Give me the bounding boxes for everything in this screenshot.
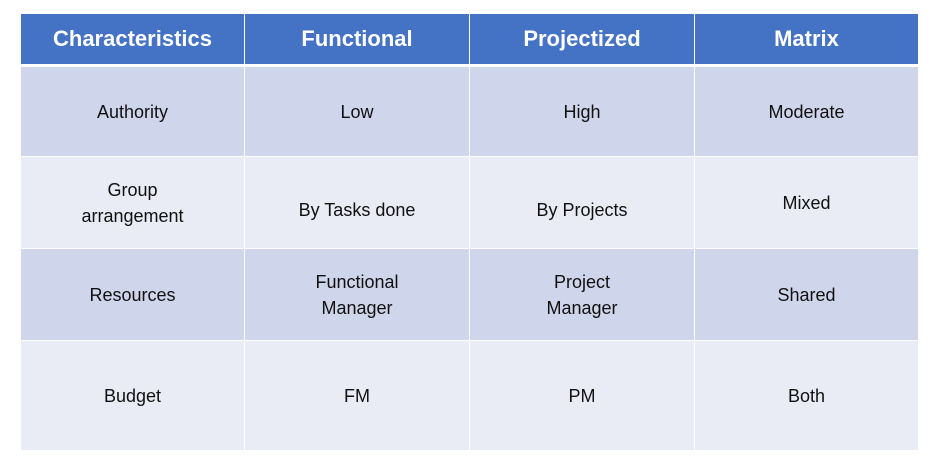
- table-cell: FM: [244, 340, 470, 451]
- cell-text: Both: [787, 385, 826, 406]
- cell-text: High: [563, 101, 601, 122]
- cell-text: Functional Manager: [315, 271, 399, 318]
- table-cell: Shared: [694, 248, 919, 341]
- cell-text: FM: [344, 385, 370, 406]
- cell-text: Shared: [777, 284, 836, 305]
- row-label-cell: Budget: [20, 340, 245, 451]
- header-matrix: Matrix: [694, 13, 919, 67]
- table-cell: Moderate: [694, 65, 919, 157]
- table-row: Resources Functional Manager Project Man…: [20, 248, 919, 341]
- table-cell: PM: [469, 340, 695, 451]
- header-row: Characteristics Functional Projectized M…: [20, 13, 919, 67]
- header-functional: Functional: [244, 13, 470, 67]
- row-label-cell: Authority: [20, 65, 245, 157]
- row-label-cell: Group arrangement: [20, 156, 245, 249]
- table-cell: Mixed: [694, 156, 919, 249]
- table-cell: High: [469, 65, 695, 157]
- cell-text: Moderate: [768, 101, 845, 122]
- cell-text: Low: [340, 101, 374, 122]
- table-body: Authority Low High Moderate Group arrang…: [20, 65, 919, 451]
- table-row: Authority Low High Moderate: [20, 65, 919, 157]
- table-header: Characteristics Functional Projectized M…: [20, 13, 919, 67]
- table-row: Group arrangement By Tasks done By Proje…: [20, 156, 919, 249]
- row-label-cell: Resources: [20, 248, 245, 341]
- table-cell: Project Manager: [469, 248, 695, 341]
- table-cell: By Tasks done: [244, 156, 470, 249]
- cell-text: By Tasks done: [298, 199, 416, 220]
- table-cell: Low: [244, 65, 470, 157]
- cell-text: Group arrangement: [81, 179, 184, 226]
- cell-text: By Projects: [536, 199, 628, 220]
- comparison-table-container: Characteristics Functional Projectized M…: [20, 13, 919, 451]
- cell-text: PM: [568, 385, 596, 406]
- table-row: Budget FM PM Both: [20, 340, 919, 451]
- cell-text: Authority: [96, 101, 169, 122]
- cell-text: Resources: [89, 284, 176, 305]
- cell-text: Budget: [103, 385, 162, 406]
- cell-text: Project Manager: [546, 271, 618, 318]
- comparison-table: Characteristics Functional Projectized M…: [20, 13, 919, 451]
- table-cell: Both: [694, 340, 919, 451]
- table-cell: By Projects: [469, 156, 695, 249]
- table-cell: Functional Manager: [244, 248, 470, 341]
- header-projectized: Projectized: [469, 13, 695, 67]
- header-characteristics: Characteristics: [20, 13, 245, 67]
- cell-text: Mixed: [782, 192, 831, 213]
